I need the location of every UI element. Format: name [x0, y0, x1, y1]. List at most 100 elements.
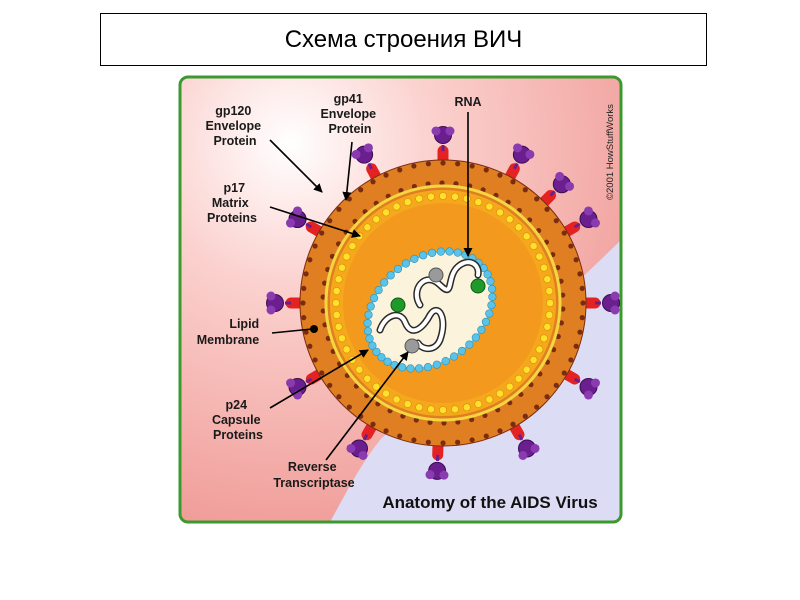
capsid-bead — [415, 364, 424, 373]
gp120-stem — [573, 377, 581, 384]
matrix-bead — [474, 198, 483, 206]
rna-strand-upper-core — [414, 260, 481, 307]
gp120-stem — [362, 433, 369, 441]
membrane-dot — [568, 243, 574, 249]
membrane-dot — [455, 439, 461, 445]
membrane-dot — [553, 218, 559, 224]
membrane-dot — [336, 206, 342, 212]
gp120-stem — [573, 222, 581, 229]
capsid-bead — [486, 277, 495, 286]
membrane-dot — [573, 257, 579, 263]
matrix-bead — [535, 252, 544, 261]
gp120-lobe — [513, 143, 523, 153]
capsid-bead — [457, 346, 467, 356]
gp120-lobe — [363, 143, 373, 153]
capsid-beads — [363, 247, 497, 373]
membrane-dot — [300, 300, 306, 306]
pointer-gp120 — [269, 139, 323, 193]
membrane-dot — [522, 413, 528, 419]
gp120-lobe — [525, 149, 535, 159]
gp120-lobe — [590, 378, 600, 388]
capsid-bead — [372, 347, 381, 356]
capsid-bead — [445, 247, 454, 256]
membrane-dot — [561, 230, 567, 236]
matrix-bead — [355, 365, 364, 374]
capsid-bead — [366, 302, 375, 311]
gp120-lobe — [583, 206, 593, 216]
capsid-bead — [483, 270, 492, 279]
membrane-dot — [544, 394, 550, 400]
capsid-bead — [386, 271, 395, 280]
membrane-dot — [307, 343, 313, 349]
capsid-bead — [406, 364, 415, 373]
membrane-dot — [579, 315, 585, 321]
matrix-bead — [332, 311, 341, 319]
capsid-bead — [368, 341, 377, 350]
gp120-lobe — [351, 149, 361, 159]
capsid-bead — [488, 292, 497, 302]
matrix-ring-outline — [324, 184, 562, 422]
membrane-dot — [568, 357, 574, 363]
matrix-bead — [545, 311, 554, 319]
capsid-bead — [377, 353, 386, 362]
matrix-bead — [392, 395, 401, 404]
membrane-dot — [336, 394, 342, 400]
gp120-lobe — [293, 206, 303, 216]
matrix-bead — [451, 192, 459, 201]
matrix-bead — [462, 194, 471, 203]
matrix-bead — [462, 403, 471, 412]
pointer-reverse-transcriptase — [325, 351, 409, 461]
gp120-lobe — [346, 443, 356, 453]
membrane-dot — [383, 172, 389, 178]
membrane-dot — [579, 285, 585, 291]
matrix-bead — [485, 395, 494, 404]
label-p24: p24 Capsule Proteins — [212, 398, 264, 442]
matrix-bead — [382, 208, 390, 217]
matrix-bead — [474, 400, 483, 408]
membrane-dot — [322, 280, 328, 286]
membrane-dot — [301, 285, 307, 291]
capsid-bead — [427, 248, 437, 257]
membrane-dot — [307, 257, 313, 263]
frame-border — [178, 75, 623, 524]
membrane-dot — [573, 343, 579, 349]
matrix-bead — [372, 382, 381, 391]
capsid-bead — [401, 259, 411, 268]
copyright-text: ©2001 HowStuffWorks — [605, 104, 616, 200]
label-rna: RNA — [454, 95, 481, 109]
membrane-dot — [497, 172, 503, 178]
capsid-bead — [398, 363, 407, 372]
capsid-bead — [441, 357, 450, 366]
integrase-dot-right — [470, 278, 486, 294]
capsid-bead — [393, 264, 403, 274]
capsid-bead — [364, 310, 373, 319]
matrix-bead — [338, 334, 346, 343]
membrane-dot — [580, 300, 586, 306]
matrix-bead — [522, 232, 531, 241]
matrix-bead — [451, 405, 459, 414]
matrix-bead — [505, 215, 514, 224]
matrix-bead — [338, 263, 346, 272]
label-p17: p17 Matrix Proteins — [207, 181, 257, 225]
membrane-dot — [534, 196, 540, 202]
membrane-dot — [497, 428, 503, 434]
capsid-bead — [365, 334, 374, 343]
matrix-bead — [543, 322, 552, 331]
integrase-dot-left — [390, 297, 406, 313]
capsid-bead — [374, 286, 383, 295]
membrane-dot — [427, 419, 433, 425]
membrane-dot — [553, 382, 559, 388]
matrix-bead — [342, 345, 351, 354]
matrix-bead — [332, 299, 340, 307]
membrane-dot — [425, 161, 431, 167]
membrane-dot — [534, 404, 540, 410]
matrix-bead — [415, 194, 424, 203]
matrix-bead — [535, 345, 544, 354]
membrane-dot — [301, 315, 307, 321]
gp120-lobe — [286, 218, 296, 228]
reverse-transcriptase-lower — [404, 338, 420, 354]
membrane-dot — [303, 271, 309, 277]
matrix-bead — [545, 287, 554, 295]
gp120-lobe — [530, 443, 540, 453]
